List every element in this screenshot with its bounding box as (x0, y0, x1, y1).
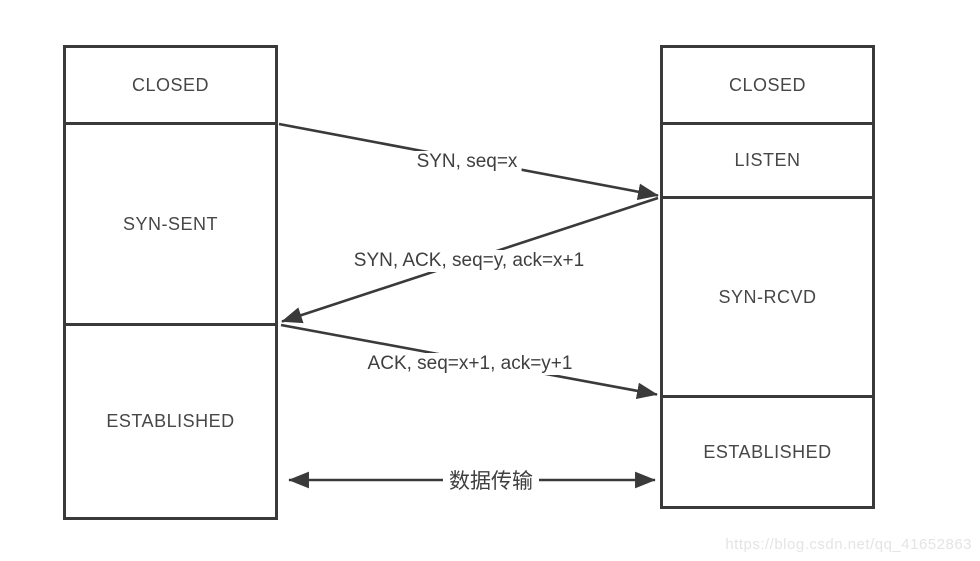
server-state-syn-rcvd: SYN-RCVD (663, 196, 872, 395)
server-state-closed: CLOSED (728, 74, 807, 95)
syn-ack-message-label: SYN, ACK, seq=y, ack=x+1 (349, 250, 589, 272)
server-state-listen: LISTEN (663, 122, 872, 196)
client-state-syn-sent: SYN-SENT (66, 122, 275, 323)
server-state-established: ESTABLISHED (663, 395, 872, 506)
server-state-column: CLOSED LISTEN SYN-RCVD ESTABLISHED (660, 45, 875, 509)
client-state-column: CLOSED SYN-SENT ESTABLISHED (63, 45, 278, 520)
client-state-closed: CLOSED (131, 74, 210, 95)
syn-message-label: SYN, seq=x (412, 151, 522, 173)
watermark-url: https://blog.csdn.net/qq_41652863 (725, 536, 972, 553)
client-state-established: ESTABLISHED (66, 323, 275, 517)
data-transfer-label: 数据传输 (443, 465, 539, 495)
ack-message-label: ACK, seq=x+1, ack=y+1 (363, 353, 577, 375)
